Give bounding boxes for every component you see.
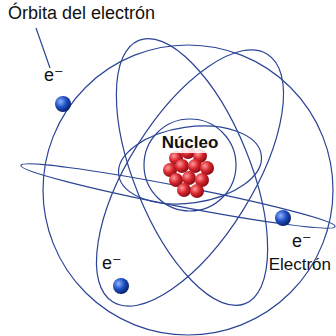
nucleus-label: Núcleo: [160, 134, 221, 153]
electron-label: Electrón: [267, 256, 333, 275]
electron-symbol: e⁻: [42, 66, 66, 86]
electron-symbol: e⁻: [100, 254, 124, 274]
orbit-label: Órbita del electrón: [6, 4, 157, 24]
nucleus: [163, 145, 214, 198]
electron-symbol: e⁻: [290, 232, 314, 252]
orbit-lines: [19, 19, 336, 335]
electrons: [55, 96, 291, 294]
